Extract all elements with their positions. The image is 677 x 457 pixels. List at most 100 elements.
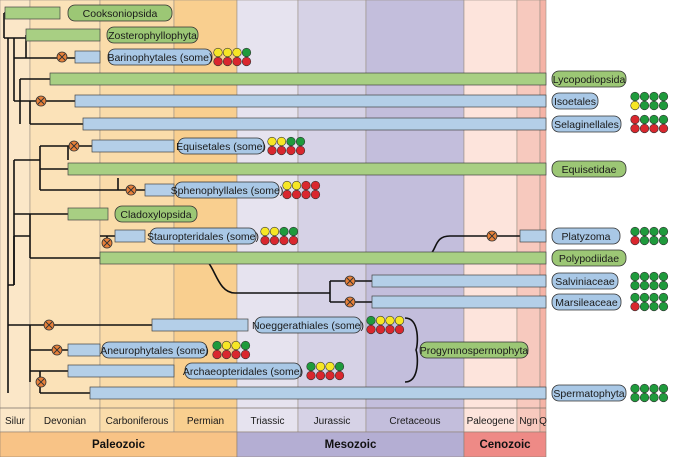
trait-dot [658, 91, 669, 102]
trait-dot [212, 349, 222, 360]
taxon-tag [254, 316, 362, 334]
trait-dot [630, 91, 640, 102]
taxon-label: Platyzoma [561, 231, 610, 243]
extinction-marker-icon [35, 376, 47, 388]
taxon-tag [551, 249, 627, 267]
tree-branch [8, 145, 145, 286]
period-band [236, 0, 299, 433]
trait-dot [394, 315, 405, 326]
trait-dot [221, 340, 232, 351]
trait-dot [325, 370, 335, 381]
trait-dot [639, 392, 650, 403]
taxon-tag [174, 181, 280, 199]
taxon-range-bar [25, 28, 101, 42]
trait-dot [639, 271, 650, 282]
period-label: Devonian [44, 416, 86, 427]
taxon-label: Isoetales [554, 96, 596, 108]
taxon-tag [107, 48, 213, 66]
period-label: Silur [5, 416, 26, 427]
taxon-range-bar [91, 139, 175, 153]
trait-dot [649, 383, 659, 394]
trait-dot [639, 383, 650, 394]
period-label: Triassic [250, 416, 284, 427]
trait-dot [630, 226, 640, 237]
trait-dots [630, 292, 669, 312]
trait-dot [630, 383, 640, 394]
trait-dot [658, 100, 669, 111]
trait-dot [658, 292, 669, 303]
taxon-range-bar [151, 318, 249, 332]
trait-dot [325, 361, 335, 372]
trait-dot [630, 114, 640, 125]
period-band [365, 0, 465, 433]
trait-dot [385, 315, 395, 326]
era-band [0, 431, 238, 457]
taxon-label: Stauropteridales (some) [147, 231, 259, 243]
extinction-marker-icon [35, 95, 47, 107]
trait-dot [649, 226, 659, 237]
taxon-label: Lycopodiopsida [553, 74, 626, 86]
trait-dot [649, 292, 659, 303]
trait-dot [222, 56, 233, 67]
trait-dot [260, 235, 270, 246]
era-label: Cenozoic [479, 439, 531, 451]
taxon-tag [184, 362, 302, 380]
trait-dots [260, 226, 299, 246]
trait-dot [212, 340, 222, 351]
trait-dot [260, 226, 270, 237]
trait-dot [630, 100, 640, 111]
trait-dot [221, 349, 232, 360]
trait-dot [630, 271, 640, 282]
taxon-tag [101, 341, 208, 359]
trait-dot [658, 280, 669, 291]
taxon-label: Cladoxylopsida [120, 209, 191, 221]
period-band [0, 0, 31, 433]
taxon-tag [149, 227, 257, 245]
tree-branch [3, 12, 9, 393]
extinction-marker-icon [101, 237, 113, 249]
extinction-marker-icon [43, 319, 55, 331]
trait-dot [658, 392, 669, 403]
trait-dot [649, 271, 659, 282]
period-label: Q [539, 416, 547, 427]
taxon-label: Zosterophyllophyta [108, 30, 197, 42]
trait-dot [240, 349, 251, 360]
taxon-range-bar [99, 251, 547, 265]
trait-dot [649, 100, 659, 111]
taxon-label: Equisetidae [562, 164, 617, 176]
era-label: Paleozoic [92, 439, 146, 451]
trait-dot [366, 315, 376, 326]
taxon-label: Barinophytales (some) [107, 52, 212, 64]
trait-dot [658, 226, 669, 237]
taxon-label: Selaginellales [554, 119, 619, 131]
period-band [463, 0, 518, 433]
trait-dot [241, 56, 252, 67]
trait-dot [279, 226, 289, 237]
trait-dot [630, 235, 640, 246]
trait-dot [630, 280, 640, 291]
trait-dot [240, 340, 251, 351]
trait-dot [658, 235, 669, 246]
trait-dot [630, 301, 640, 312]
taxon-label: Equisetales (some) [176, 141, 266, 153]
trait-dot [315, 361, 326, 372]
tree-branch [14, 78, 83, 125]
trait-dot [639, 114, 650, 125]
taxon-tag [551, 384, 627, 402]
taxon-label: Salviniaceae [555, 276, 615, 288]
taxon-range-bar [49, 72, 547, 86]
trait-dot [295, 145, 306, 156]
trait-dots [213, 47, 252, 67]
trait-dot [306, 361, 316, 372]
trait-dot [658, 301, 669, 312]
trait-dots [630, 114, 669, 134]
trait-dot [269, 235, 280, 246]
trait-dot [306, 370, 316, 381]
taxon-tag [551, 272, 619, 290]
period-band [297, 0, 367, 433]
taxon-label: Polypodiidae [559, 253, 619, 265]
trait-dots [212, 340, 251, 360]
taxon-label: Progymnospermophyta [420, 345, 529, 357]
trait-dot [394, 324, 405, 335]
